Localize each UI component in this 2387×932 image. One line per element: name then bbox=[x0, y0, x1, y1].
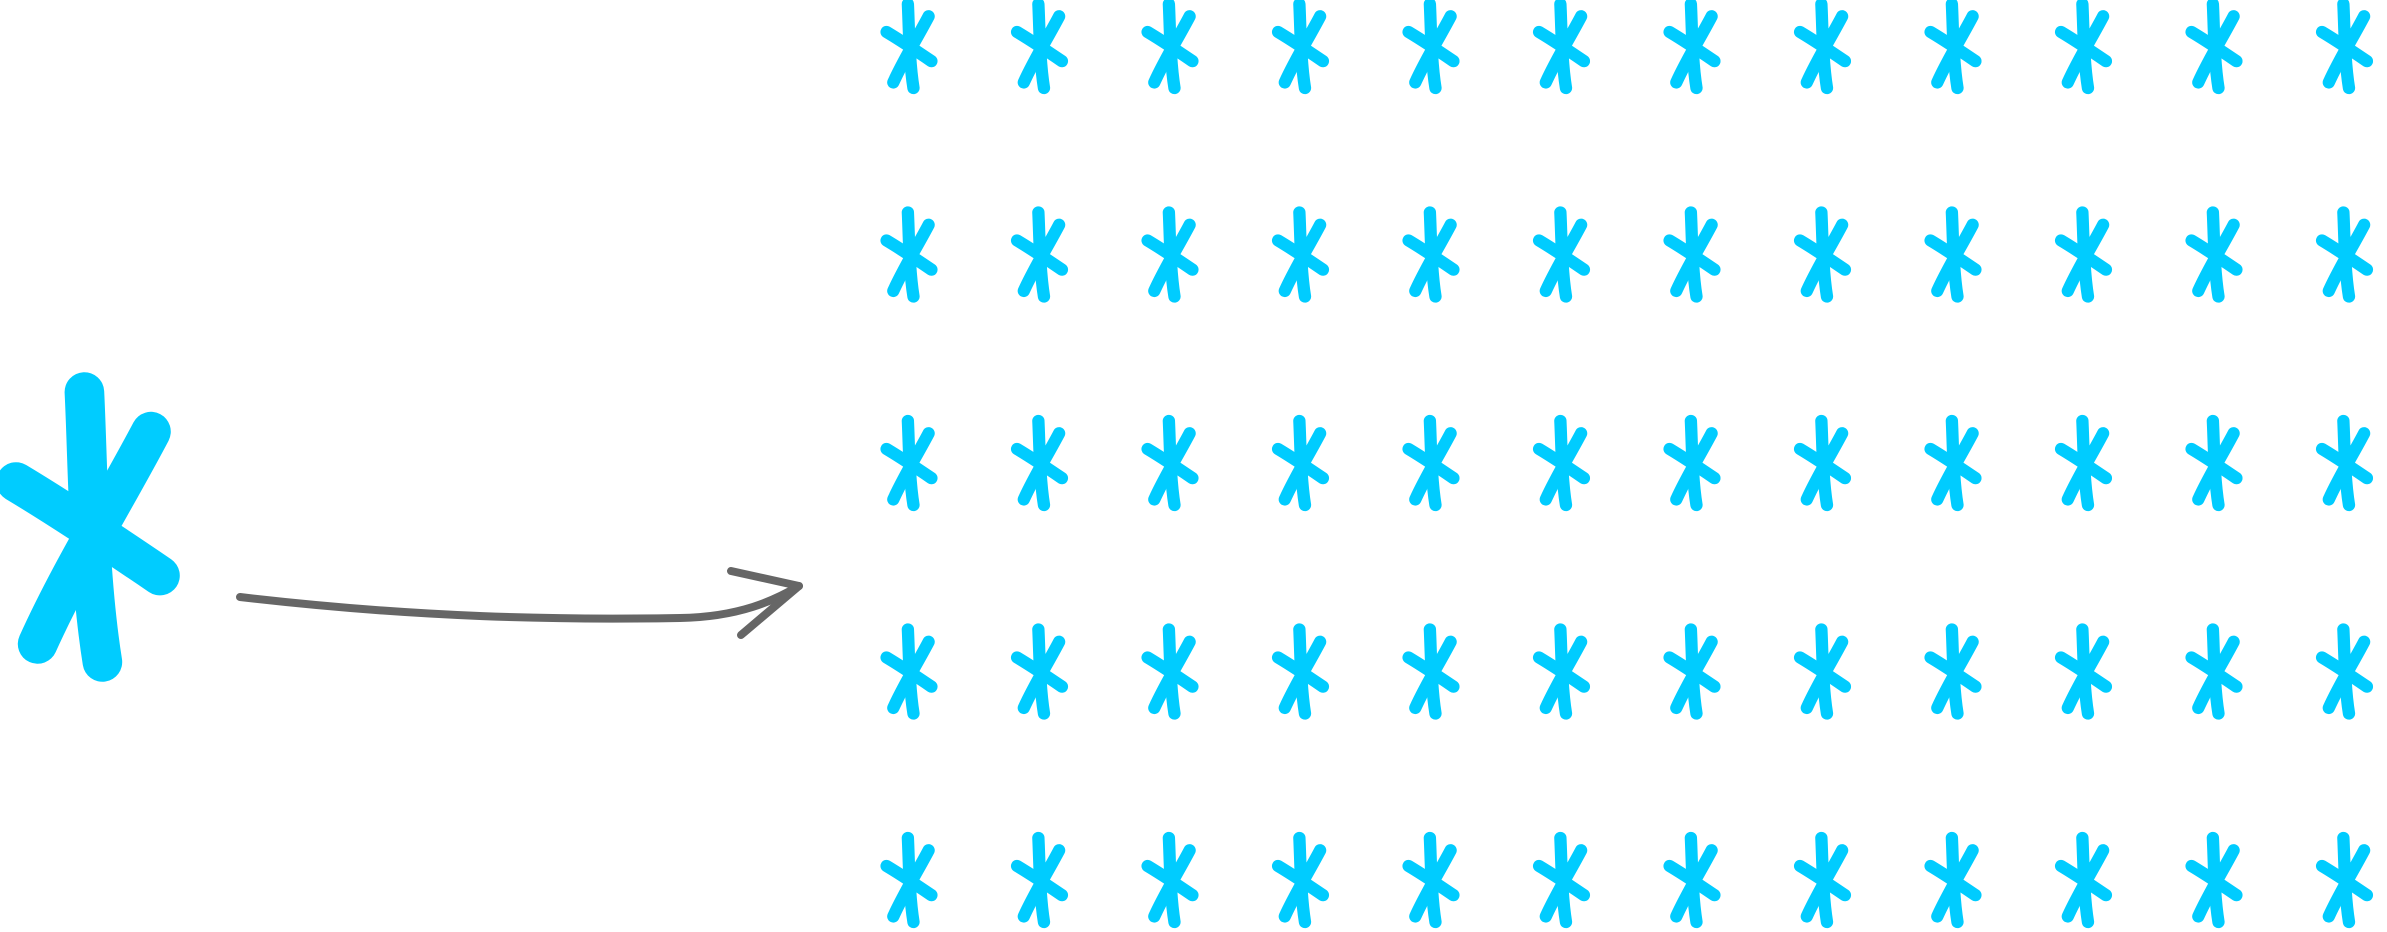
asterisk-icon bbox=[1148, 4, 1193, 88]
asterisk-icon bbox=[1931, 4, 1976, 88]
asterisk-icon bbox=[1409, 421, 1454, 505]
asterisk-icon bbox=[887, 630, 932, 714]
asterisk-icon bbox=[1539, 421, 1584, 505]
asterisk-icon bbox=[2192, 838, 2237, 922]
asterisk-icon bbox=[1931, 838, 1976, 922]
arrow-right-icon bbox=[236, 567, 803, 639]
asterisk-icon bbox=[1278, 213, 1323, 297]
asterisk-icon bbox=[1800, 838, 1845, 922]
asterisk-icon bbox=[887, 838, 932, 922]
asterisk-icon bbox=[1670, 630, 1715, 714]
asterisk-icon bbox=[1409, 838, 1454, 922]
asterisk-icon bbox=[1148, 630, 1193, 714]
source-asterisk-icon bbox=[16, 392, 160, 662]
asterisk-icon bbox=[1409, 4, 1454, 88]
asterisk-icon bbox=[1539, 4, 1584, 88]
asterisk-icon bbox=[2061, 838, 2106, 922]
asterisk-icon bbox=[2322, 213, 2367, 297]
asterisk-icon bbox=[1931, 421, 1976, 505]
asterisk-icon bbox=[1670, 421, 1715, 505]
asterisk-icon bbox=[1800, 4, 1845, 88]
asterisk-icon bbox=[2322, 4, 2367, 88]
asterisk-icon bbox=[1800, 213, 1845, 297]
asterisk-icon bbox=[1017, 421, 1062, 505]
asterisk-icon bbox=[1670, 213, 1715, 297]
asterisk-icon bbox=[1539, 838, 1584, 922]
asterisk-icon bbox=[887, 421, 932, 505]
asterisk-icon bbox=[1670, 4, 1715, 88]
asterisk-icon bbox=[1800, 421, 1845, 505]
asterisk-icon bbox=[1278, 630, 1323, 714]
asterisk-icon bbox=[2322, 421, 2367, 505]
asterisk-icon bbox=[2061, 4, 2106, 88]
asterisk-icon bbox=[1931, 630, 1976, 714]
arrow-head bbox=[727, 567, 803, 639]
asterisk-icon bbox=[1931, 213, 1976, 297]
asterisk-icon bbox=[1017, 4, 1062, 88]
asterisk-icon bbox=[1409, 630, 1454, 714]
asterisk-icon bbox=[887, 4, 932, 88]
asterisk-icon bbox=[1148, 213, 1193, 297]
asterisk-icon bbox=[2192, 421, 2237, 505]
asterisk-icon bbox=[1670, 838, 1715, 922]
asterisk-icon bbox=[2192, 213, 2237, 297]
asterisk-icon bbox=[1017, 838, 1062, 922]
asterisk-icon bbox=[1148, 838, 1193, 922]
asterisk-icon bbox=[2192, 630, 2237, 714]
asterisk-icon bbox=[1800, 630, 1845, 714]
asterisk-icon bbox=[2322, 630, 2367, 714]
asterisk-icon bbox=[1539, 630, 1584, 714]
asterisk-icon bbox=[1017, 213, 1062, 297]
asterisk-icon bbox=[1278, 4, 1323, 88]
asterisk-icon bbox=[2192, 4, 2237, 88]
asterisk-icon bbox=[2061, 421, 2106, 505]
asterisk-icon bbox=[1409, 213, 1454, 297]
asterisk-icon bbox=[1148, 421, 1193, 505]
asterisk-icon bbox=[16, 392, 160, 662]
asterisk-icon bbox=[887, 213, 932, 297]
asterisk-icon bbox=[1278, 421, 1323, 505]
asterisk-icon bbox=[2061, 630, 2106, 714]
asterisk-grid bbox=[887, 4, 2367, 922]
asterisk-icon bbox=[2061, 213, 2106, 297]
asterisk-icon bbox=[1017, 630, 1062, 714]
asterisk-icon bbox=[1278, 838, 1323, 922]
asterisk-icon bbox=[1539, 213, 1584, 297]
asterisk-icon bbox=[2322, 838, 2367, 922]
arrow-shaft bbox=[236, 582, 803, 623]
